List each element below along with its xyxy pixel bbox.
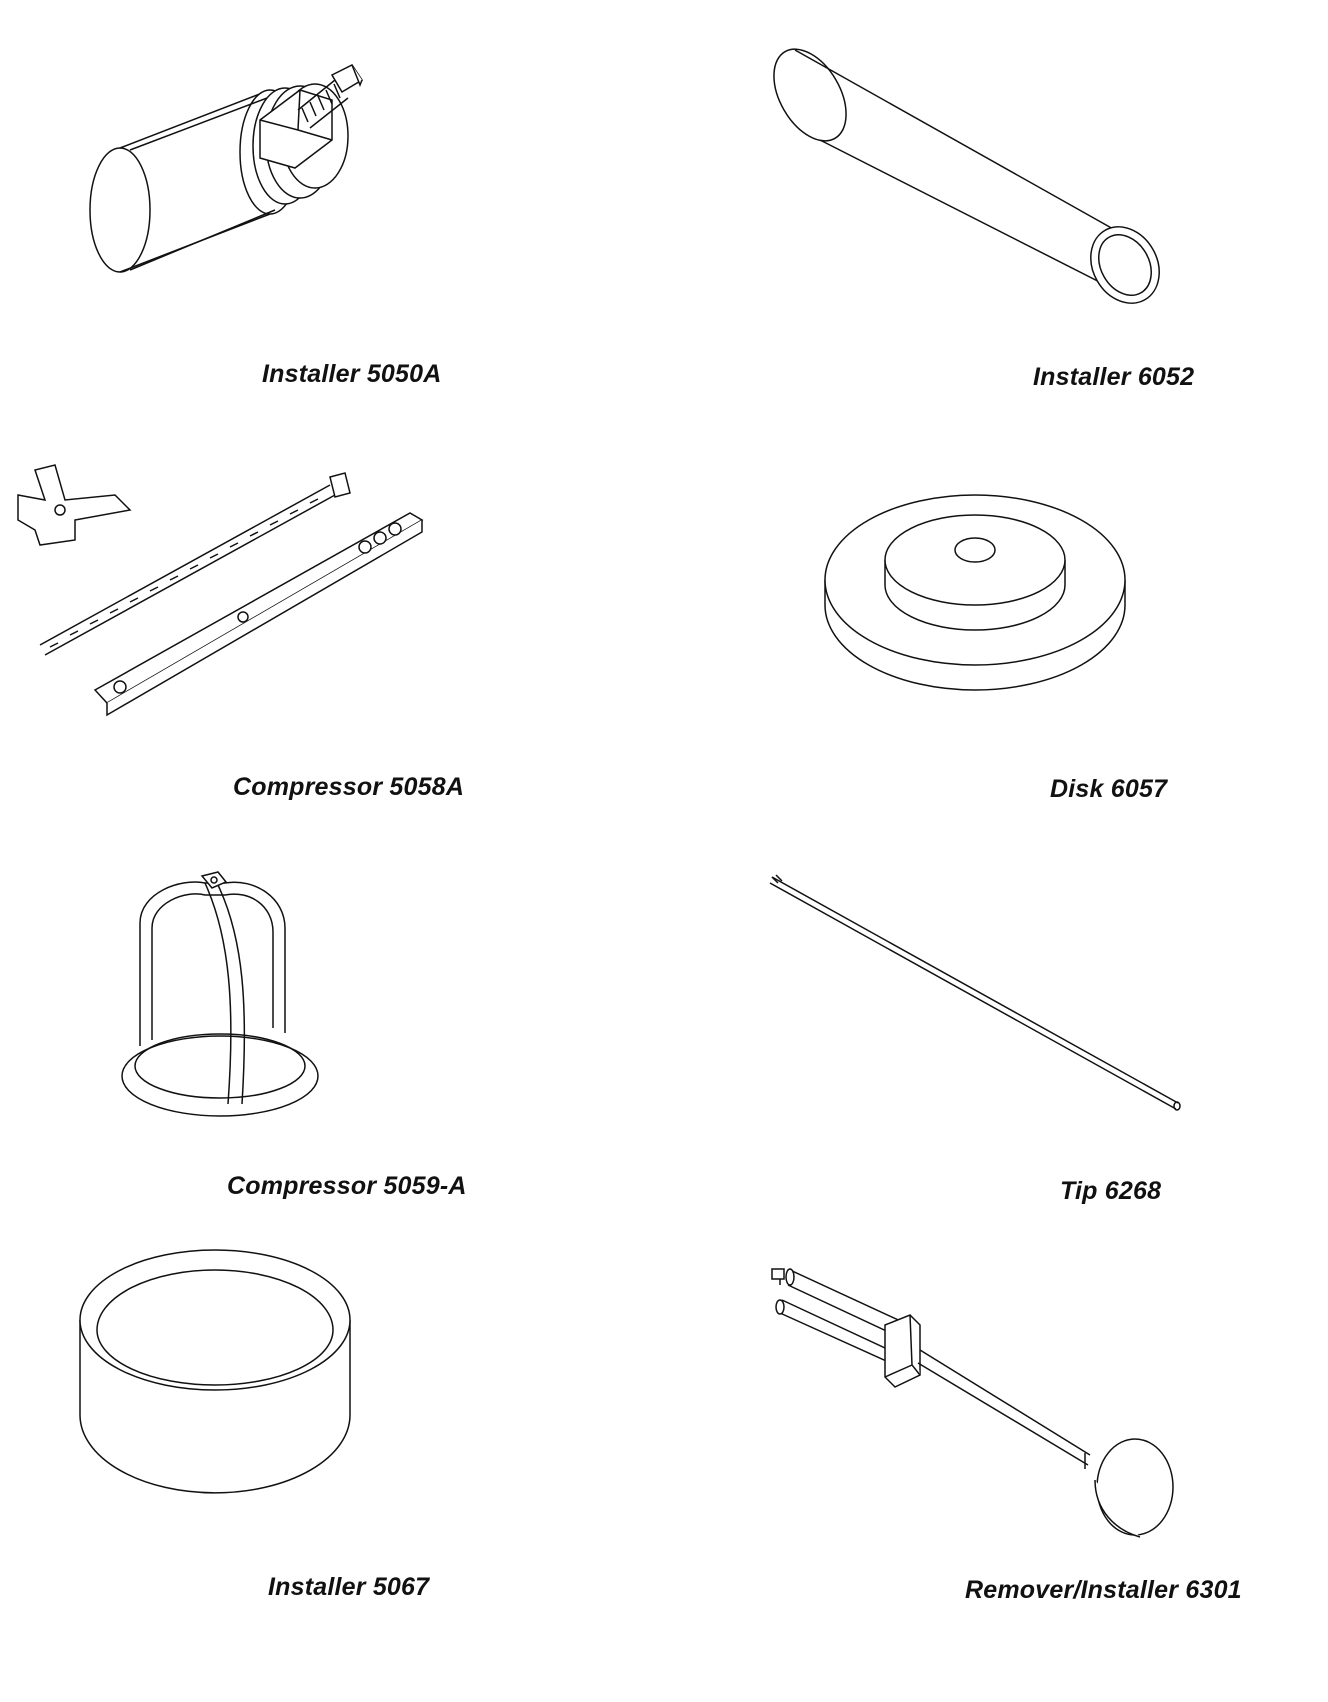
tool-caption: Installer 5050A xyxy=(262,360,442,388)
compressor-5058a-illustration xyxy=(10,465,430,715)
installer-5050a-illustration xyxy=(70,50,400,310)
disk-6057-illustration xyxy=(820,490,1130,690)
tool-caption: Disk 6057 xyxy=(1050,775,1168,803)
tool-caption: Compressor 5059-A xyxy=(227,1172,467,1200)
tool-caption: Remover/Installer 6301 xyxy=(965,1576,1242,1604)
installer-6052-illustration xyxy=(775,40,1195,320)
installer-5067-illustration xyxy=(75,1235,355,1525)
tip-6268-illustration xyxy=(770,875,1190,1115)
tool-caption: Tip 6268 xyxy=(1060,1177,1162,1205)
compressor-5059a-illustration xyxy=(110,868,320,1108)
tool-caption: Compressor 5058A xyxy=(233,773,465,801)
tool-caption: Installer 6052 xyxy=(1033,363,1195,391)
remover-installer-6301-illustration xyxy=(770,1255,1180,1575)
tool-caption: Installer 5067 xyxy=(268,1573,430,1601)
